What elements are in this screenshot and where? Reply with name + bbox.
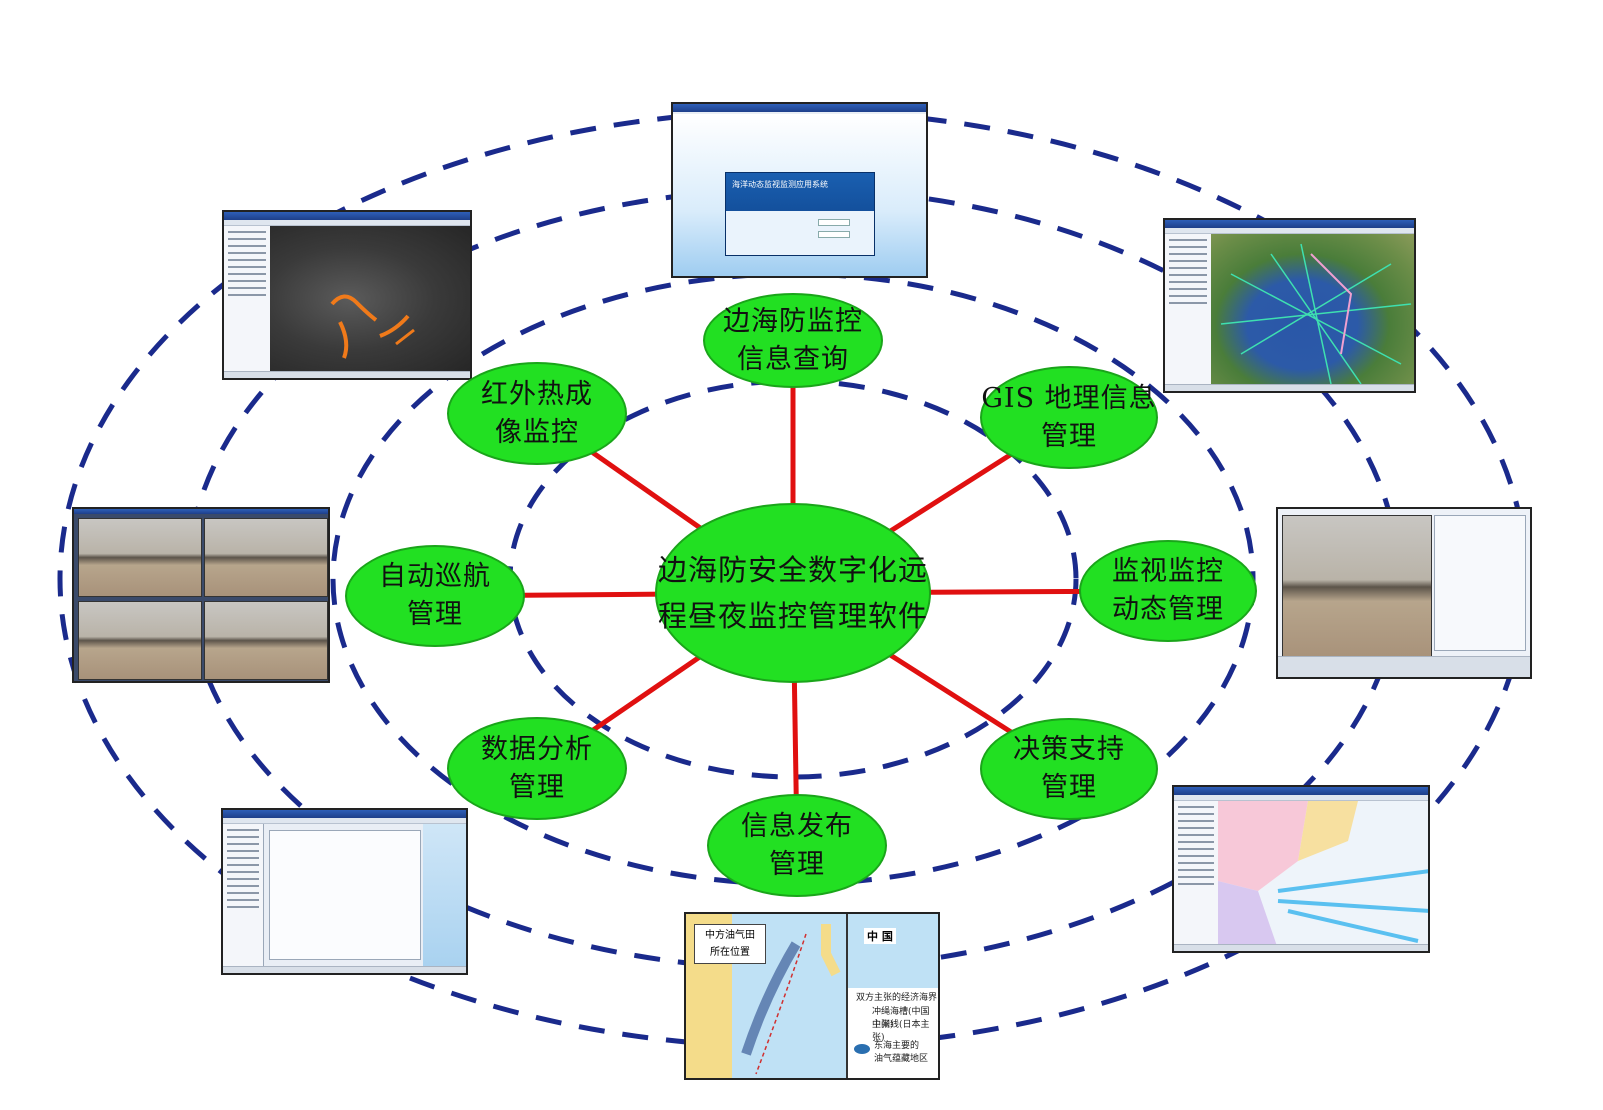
inset-map: 中 国 bbox=[846, 914, 938, 990]
window-titlebar bbox=[1174, 787, 1428, 795]
area-note-1: 东海主要的 bbox=[874, 1041, 920, 1051]
node-center-line-1: 边海防安全数字化远 bbox=[657, 553, 928, 587]
control-panel bbox=[1434, 515, 1526, 651]
username-field bbox=[818, 219, 850, 226]
infrared-screenshot bbox=[222, 210, 472, 380]
side-map bbox=[423, 824, 466, 967]
window-statusbar bbox=[1278, 656, 1530, 677]
camera-view-4 bbox=[204, 601, 328, 680]
oilfield-callout: 中方油气田 所在位置 bbox=[694, 924, 766, 964]
node-publish: 信息发布 管理 bbox=[707, 794, 887, 897]
map-legend: 双方主张的经济海界 冲绳海槽(中国主张) 中间线(日本主张) 东海主要的 油气蕴… bbox=[846, 988, 938, 1078]
node-patrol: 自动巡航 管理 bbox=[345, 545, 525, 647]
tree-panel bbox=[223, 824, 264, 967]
east-sea-map: 中方油气田 所在位置 中 国 双方主张的经济海界 冲绳海槽(中国主张) 中间线(… bbox=[684, 912, 940, 1080]
node-decision-line-2: 管理 bbox=[1041, 772, 1097, 803]
node-center-line-2: 程昼夜监控管理软件 bbox=[657, 599, 928, 633]
callout-line-2: 所在位置 bbox=[710, 947, 750, 958]
legend-title: 双方主张的经济海界 bbox=[856, 993, 938, 1003]
node-video-line-1: 监视监控 bbox=[1112, 556, 1224, 587]
sea-map bbox=[1218, 801, 1428, 949]
window-menubar bbox=[1165, 228, 1414, 234]
east-sea-lines bbox=[741, 924, 841, 1075]
decision-screenshot bbox=[1172, 785, 1430, 953]
infrared-tracks bbox=[330, 294, 415, 359]
login-form bbox=[726, 211, 874, 255]
window-titlebar bbox=[74, 509, 328, 514]
window-statusbar bbox=[1165, 384, 1414, 391]
node-infrared-line-2: 像监控 bbox=[495, 416, 579, 448]
legend-item-1: 冲绳海槽(中国主张) bbox=[872, 1007, 930, 1030]
node-publish-line-1: 信息发布 bbox=[741, 810, 853, 842]
node-video: 监视监控 动态管理 bbox=[1079, 540, 1257, 642]
node-analysis-line-2: 管理 bbox=[509, 771, 565, 803]
window-menubar bbox=[224, 220, 470, 226]
camera-view-2 bbox=[204, 518, 328, 597]
node-gis-line-1: GIS 地理信息 bbox=[981, 382, 1157, 414]
area-note-2: 油气蕴藏地区 bbox=[874, 1054, 929, 1064]
node-infrared: 红外热成 像监控 bbox=[447, 362, 627, 465]
patrol-video-screenshot bbox=[72, 507, 330, 683]
east-sea-main-map: 中方油气田 所在位置 bbox=[686, 914, 846, 1078]
callout-line-1: 中方油气田 bbox=[705, 930, 755, 941]
node-gis: GIS 地理信息 管理 bbox=[980, 366, 1158, 469]
node-center: 边海防安全数字化远 程昼夜监控管理软件 bbox=[655, 503, 931, 683]
gis-screenshot bbox=[1163, 218, 1416, 393]
login-panel: 海洋动态监视监测应用系统 bbox=[725, 172, 875, 256]
window-statusbar bbox=[223, 966, 466, 973]
sea-map-regions bbox=[1218, 801, 1428, 949]
node-query-line-1: 边海防监控 bbox=[723, 305, 863, 337]
data-form bbox=[269, 830, 421, 960]
camera-view-main bbox=[1282, 515, 1432, 659]
node-decision: 决策支持 管理 bbox=[980, 718, 1158, 820]
window-menubar bbox=[1174, 795, 1428, 801]
tree-panel bbox=[224, 226, 271, 372]
node-decision-line-1: 决策支持 bbox=[1013, 734, 1125, 765]
node-gis-line-2: 管理 bbox=[1041, 420, 1097, 452]
window-menubar bbox=[223, 818, 466, 824]
gis-routes bbox=[1220, 243, 1412, 385]
window-titlebar bbox=[223, 810, 466, 818]
window-statusbar bbox=[224, 371, 470, 378]
camera-view-3 bbox=[78, 601, 202, 680]
window-statusbar bbox=[1174, 944, 1428, 951]
password-field bbox=[818, 231, 850, 238]
camera-view-1 bbox=[78, 518, 202, 597]
login-title: 海洋动态监视监测应用系统 bbox=[732, 180, 828, 189]
node-video-line-2: 动态管理 bbox=[1112, 594, 1224, 625]
window-titlebar bbox=[1165, 220, 1414, 228]
node-publish-line-2: 管理 bbox=[769, 848, 825, 880]
legend-item-2: 中间线(日本主张) bbox=[872, 1020, 930, 1043]
login-screenshot: 海洋动态监视监测应用系统 bbox=[671, 102, 928, 278]
node-query: 边海防监控 信息查询 bbox=[703, 293, 883, 388]
monitoring-screenshot bbox=[1276, 507, 1532, 679]
tree-panel bbox=[1174, 801, 1219, 945]
tree-panel bbox=[1165, 234, 1212, 385]
window-titlebar bbox=[224, 212, 470, 220]
analysis-screenshot bbox=[221, 808, 468, 975]
node-infrared-line-1: 红外热成 bbox=[481, 378, 593, 410]
infrared-image bbox=[270, 226, 470, 372]
window-titlebar bbox=[673, 104, 926, 112]
inset-label: 中 国 bbox=[864, 928, 896, 944]
oil-area-icon bbox=[854, 1044, 870, 1054]
login-background: 海洋动态监视监测应用系统 bbox=[673, 114, 926, 276]
node-analysis: 数据分析 管理 bbox=[447, 717, 627, 820]
node-patrol-line-1: 自动巡航 bbox=[379, 561, 491, 592]
node-analysis-line-1: 数据分析 bbox=[481, 733, 593, 765]
node-patrol-line-2: 管理 bbox=[407, 599, 463, 630]
gis-map bbox=[1211, 234, 1414, 385]
node-query-line-2: 信息查询 bbox=[737, 343, 849, 375]
